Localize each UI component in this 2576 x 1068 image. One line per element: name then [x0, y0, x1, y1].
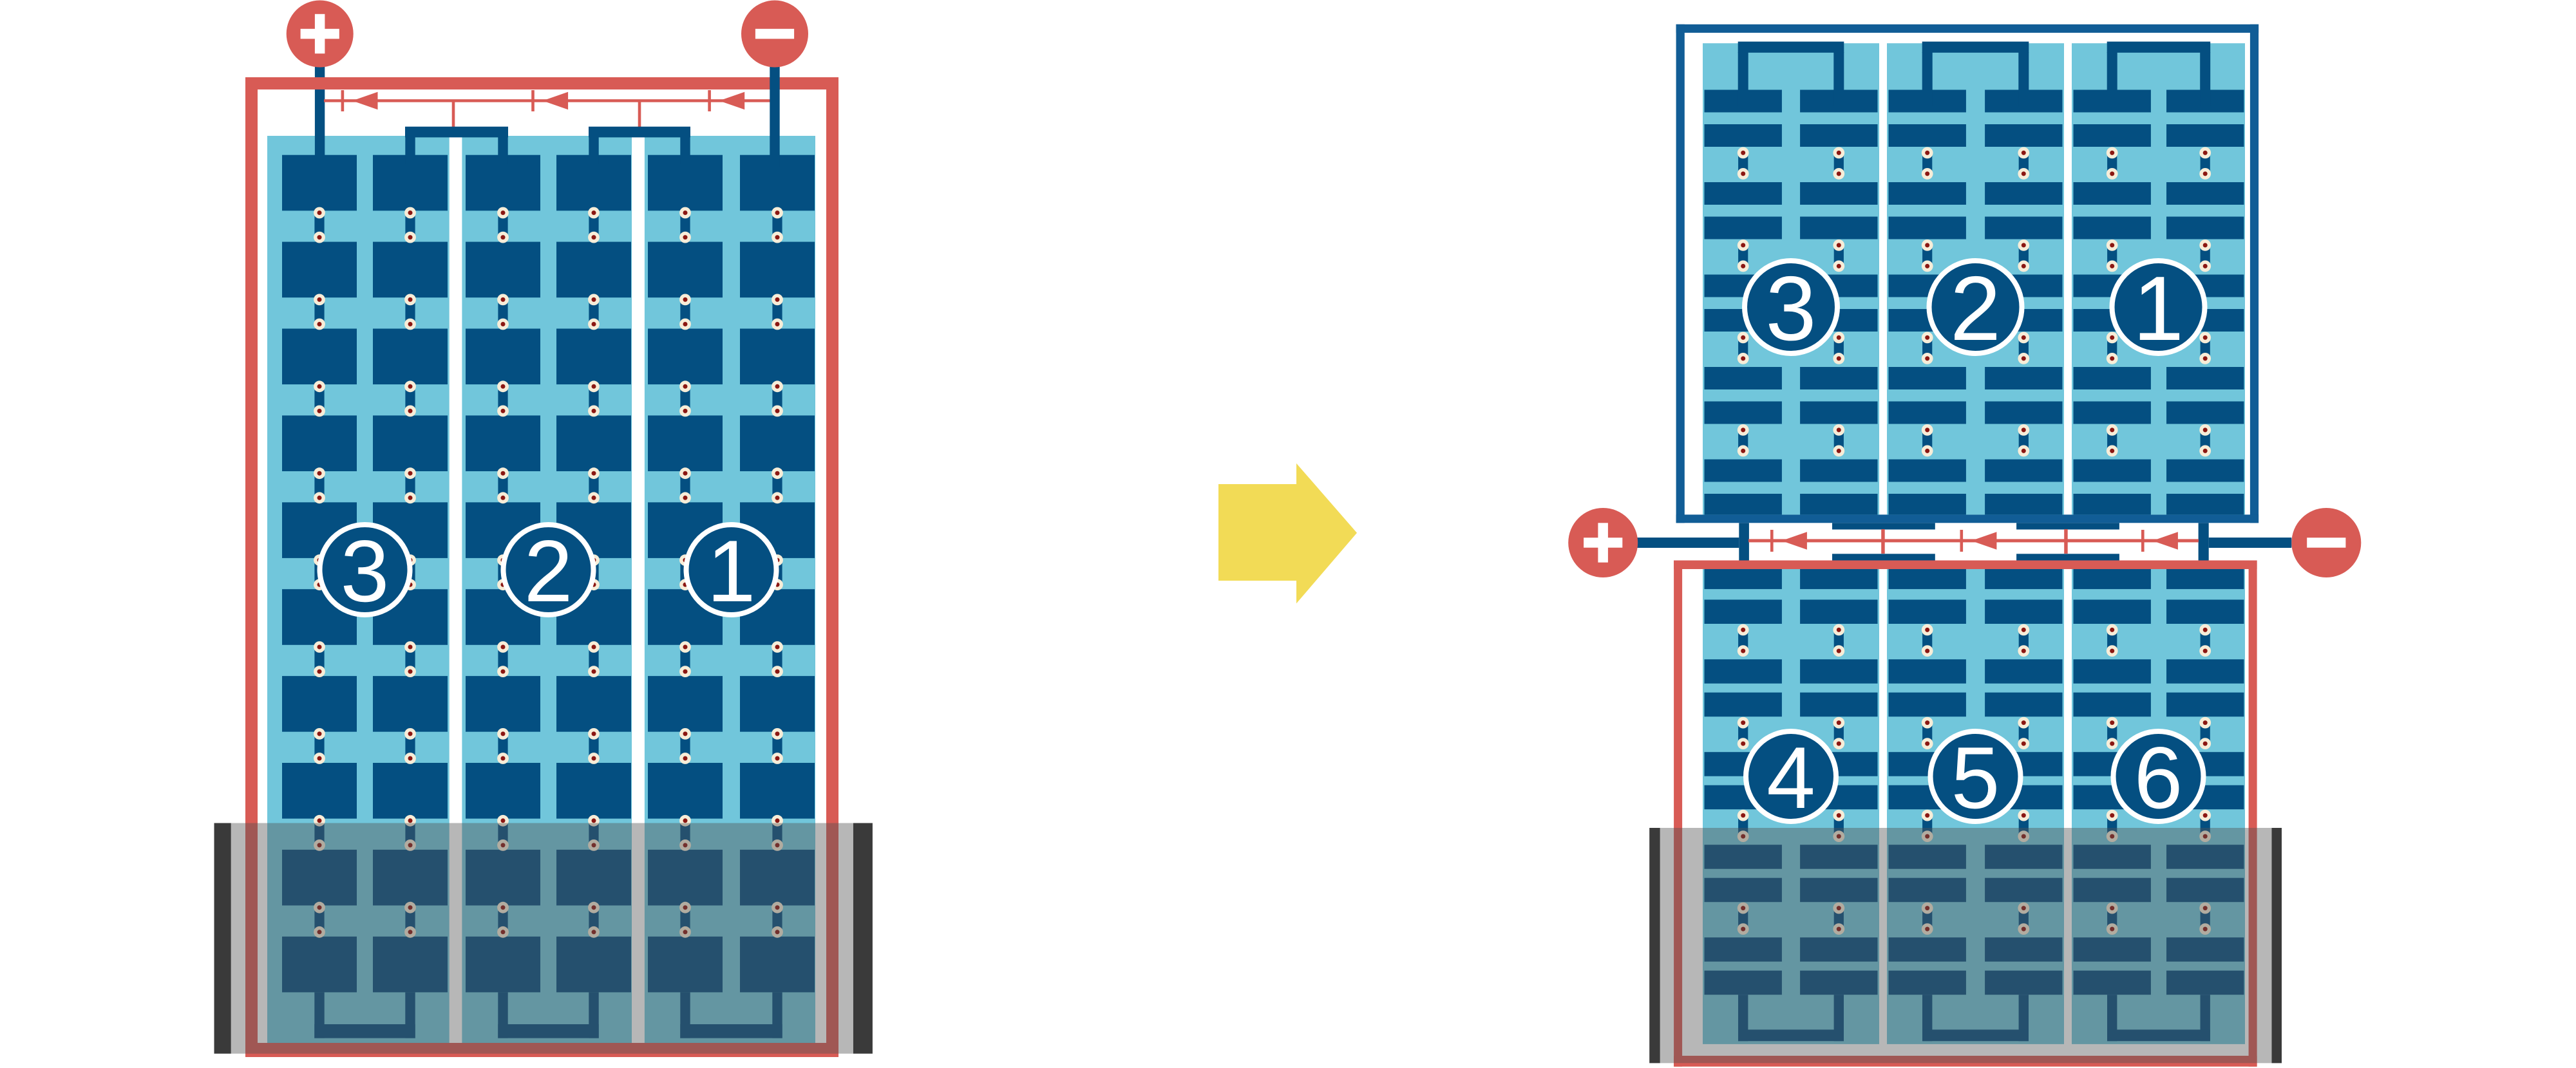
svg-text:2: 2	[1950, 258, 2001, 360]
svg-text:6: 6	[2134, 729, 2183, 827]
svg-text:3: 3	[1766, 258, 1817, 360]
svg-text:4: 4	[1766, 729, 1815, 827]
svg-text:2: 2	[524, 522, 573, 620]
svg-text:1: 1	[707, 522, 756, 620]
svg-text:1: 1	[2133, 258, 2184, 360]
svg-text:5: 5	[1951, 729, 2000, 827]
svg-text:3: 3	[341, 522, 390, 620]
